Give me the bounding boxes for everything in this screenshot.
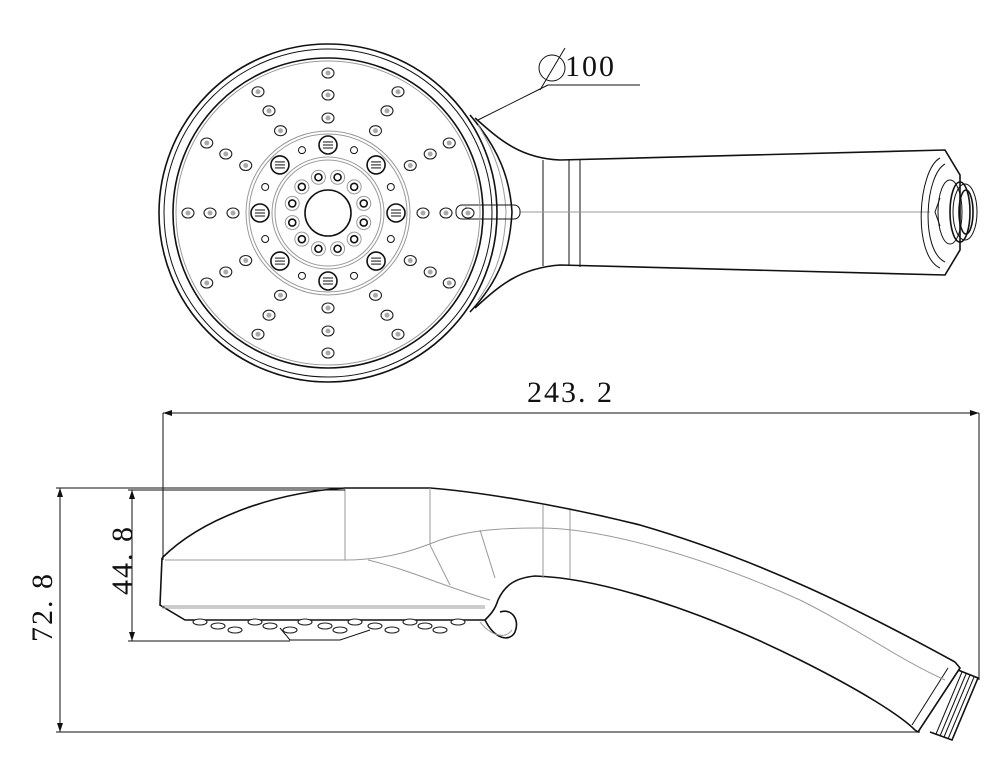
inner-nozzle-ring	[284, 169, 372, 257]
massage-nozzle-ring	[250, 135, 406, 291]
head-height-label: 44. 8	[106, 525, 139, 595]
diameter-value: 100	[565, 50, 616, 83]
side-view	[159, 487, 980, 742]
overall-height-label: 72. 8	[26, 572, 59, 642]
outer-nozzle-ring	[181, 67, 475, 359]
overall-length-label: 243. 2	[527, 376, 614, 409]
side-nozzle-row	[192, 618, 466, 634]
diameter-label: 100	[565, 52, 616, 82]
dimension-lines	[56, 410, 980, 733]
thread-connector	[929, 669, 980, 742]
front-view	[158, 43, 978, 383]
